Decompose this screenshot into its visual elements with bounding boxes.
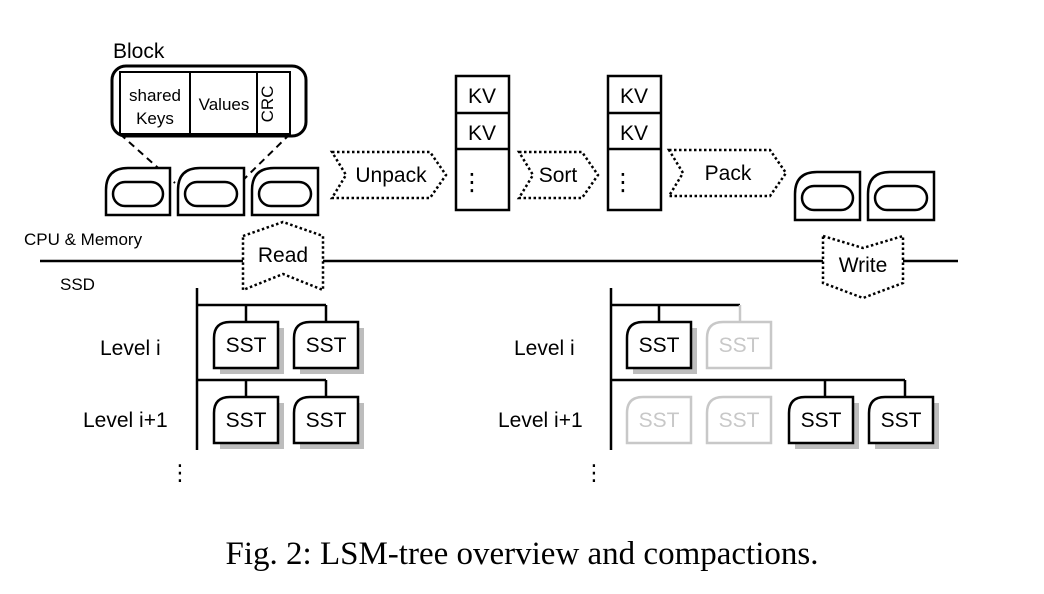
sort-label: Sort [539,164,578,187]
shared-keys-label-line1: shared [129,86,181,105]
cpu-memory-label: CPU & Memory [24,230,143,249]
lsm-tree-before: Level i Level i+1 ⋮ SST SST SST SST [83,288,364,485]
sst-label: SST [719,334,760,357]
unpack-label: Unpack [355,164,427,187]
lsm-tree-after: Level i Level i+1 ⋮ SST SST SST SST SST SST [498,288,939,485]
block-detail: Block shared Keys Values CRC [110,40,308,184]
kv-more: ⋮ [611,169,635,196]
memory-block [176,166,246,217]
sst-file: SST [212,395,284,449]
kv-stack-sorted: KV KV ⋮ [606,74,663,212]
kv-entry: KV [468,122,496,145]
kv-stack-unsorted: KV KV ⋮ [454,74,511,212]
kv-entry: KV [620,122,648,145]
sst-label: SST [881,409,922,432]
figure-caption: Fig. 2: LSM-tree overview and compaction… [226,536,819,572]
sst-label: SST [639,409,680,432]
pack-arrow: Pack [666,148,788,198]
sst-label: SST [226,334,267,357]
write-label: Write [839,254,888,277]
sst-file: SST [625,320,697,374]
sst-file-removed: SST [705,395,773,445]
sst-label: SST [801,409,842,432]
block-title: Block [113,40,165,63]
read-label: Read [258,244,308,267]
sst-file-removed: SST [625,395,693,445]
levels-more: ⋮ [169,460,191,485]
ssd-label: SSD [60,275,95,294]
memory-block [793,170,862,222]
level-i1-label: Level i+1 [83,409,168,432]
memory-blocks-right [793,170,936,222]
sort-arrow: Sort [516,150,600,200]
read-arrow: Read [241,220,325,292]
sst-label: SST [306,334,347,357]
sst-file: SST [292,320,364,374]
values-label: Values [199,95,250,114]
block-fields [119,71,291,135]
sst-label: SST [226,409,267,432]
crc-label: CRC [258,86,277,123]
unpack-arrow: Unpack [329,150,448,200]
sst-label: SST [719,409,760,432]
pack-label: Pack [705,162,752,185]
sst-file: SST [867,395,939,449]
level-i1-label: Level i+1 [498,409,583,432]
kv-entry: KV [468,85,496,108]
shared-keys-label-line2: Keys [136,109,174,128]
memory-block [250,166,320,217]
memory-block [104,166,172,217]
sst-file-removed: SST [705,320,773,370]
kv-entry: KV [620,85,648,108]
sst-label: SST [639,334,680,357]
sst-label: SST [306,409,347,432]
sst-file: SST [787,395,859,449]
sst-file: SST [212,320,284,374]
level-i-label: Level i [100,337,161,360]
levels-more: ⋮ [583,460,605,485]
memory-blocks-left [104,166,320,217]
kv-more: ⋮ [460,169,484,196]
write-arrow: Write [821,234,905,300]
memory-block [866,170,936,222]
level-i-label: Level i [514,337,575,360]
sst-file: SST [292,395,364,449]
